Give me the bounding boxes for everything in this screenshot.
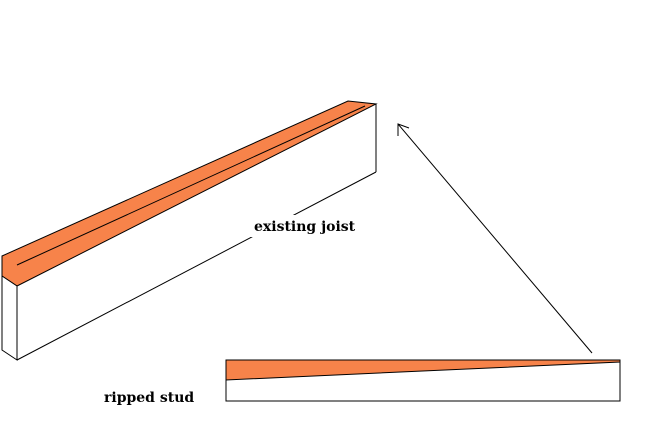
arrow-shaft — [397, 123, 593, 354]
existing-joist — [1, 100, 378, 361]
joist-shim-ridge — [16, 105, 366, 266]
stud-wedge — [225, 359, 621, 381]
joist-bottom-edge — [16, 171, 377, 361]
ripped-stud — [225, 359, 621, 402]
arrow-head-icon — [397, 123, 410, 136]
joist-label-bg — [250, 215, 354, 237]
placement-arrow — [397, 123, 593, 354]
joist-top-face — [1, 100, 378, 287]
joist-label: existing joist — [254, 219, 356, 235]
joist-end-face — [1, 275, 18, 361]
stud-label: ripped stud — [104, 390, 194, 406]
